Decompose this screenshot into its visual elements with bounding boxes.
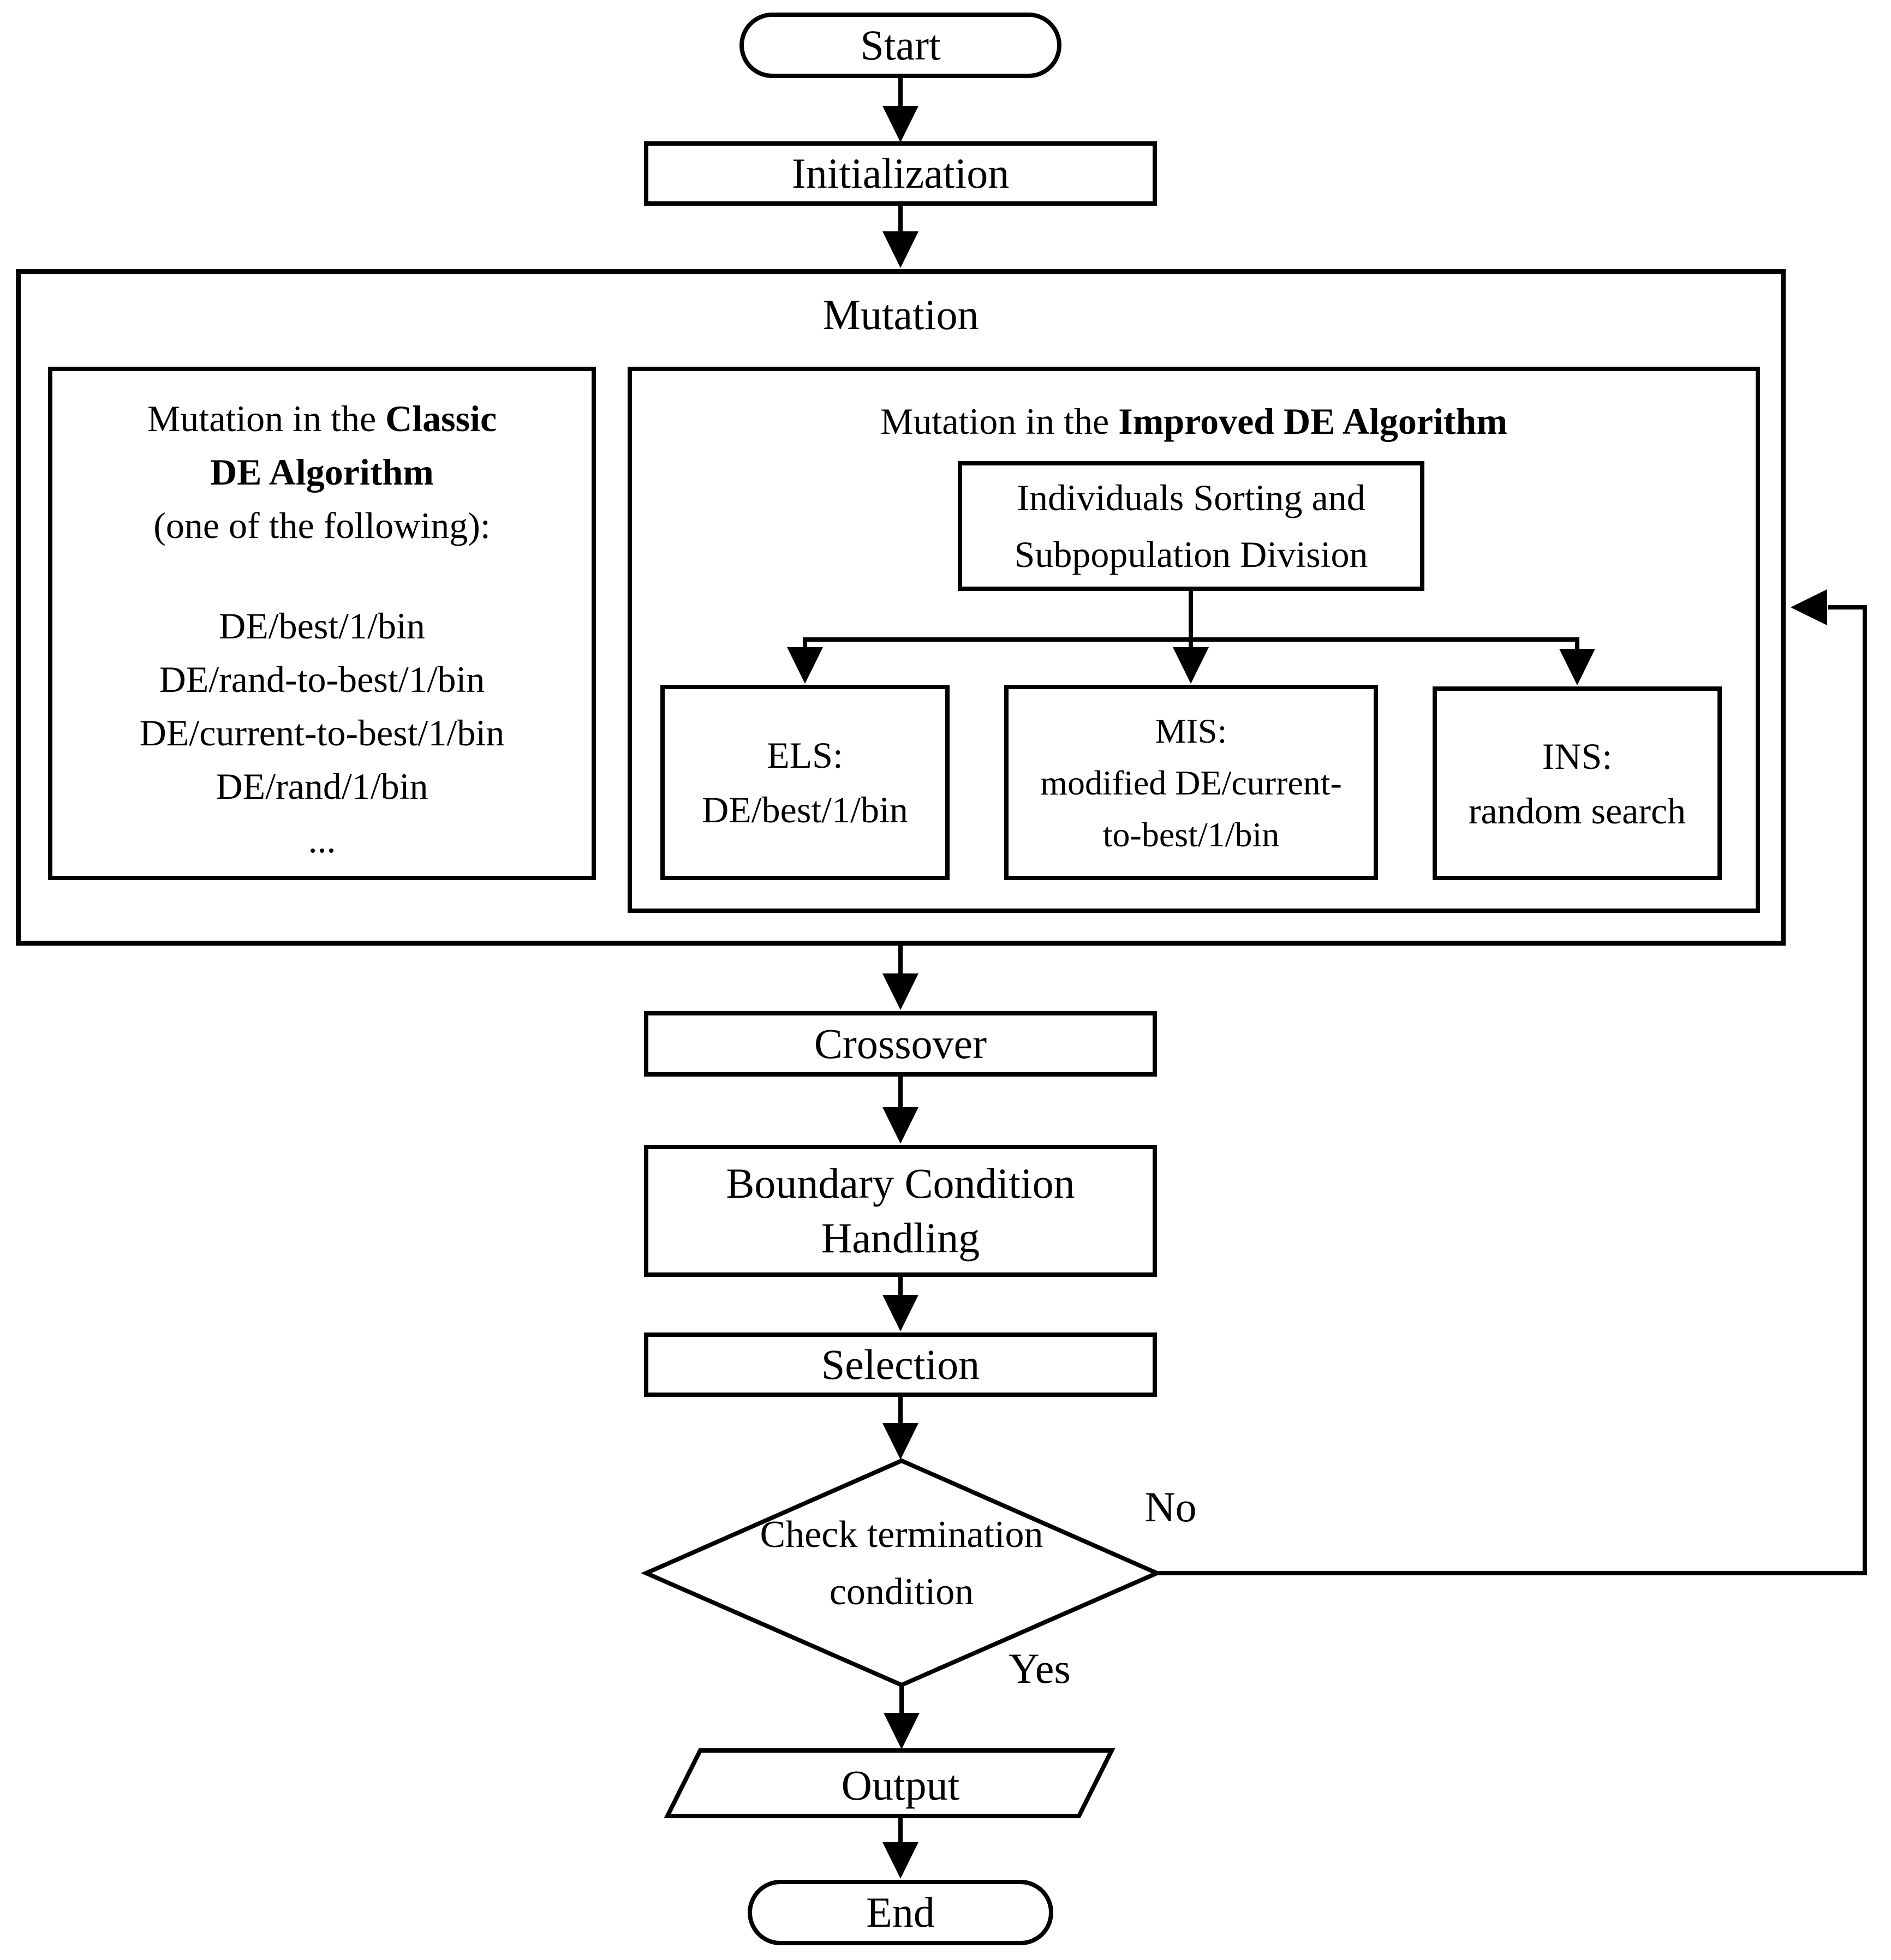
els-box: ELS: DE/best/1/bin	[660, 685, 950, 880]
classic-title-line2: DE Algorithm	[210, 451, 434, 493]
selection-node: Selection	[644, 1332, 1157, 1397]
arrowhead-initialization	[882, 106, 918, 142]
classic-item: DE/rand/1/bin	[216, 766, 428, 807]
crossover-label: Crossover	[814, 1020, 987, 1067]
start-label: Start	[860, 21, 941, 69]
end-label: End	[866, 1889, 935, 1936]
yes-edge-label: Yes	[1009, 1645, 1071, 1692]
arrowhead-loop-return	[1791, 589, 1827, 625]
decision-node-text: Check termination condition	[704, 1506, 1099, 1621]
els-line2: DE/best/1/bin	[702, 789, 908, 830]
els-line1: ELS:	[767, 734, 843, 776]
arrowhead-selection	[882, 1295, 918, 1331]
classic-de-box	[48, 367, 596, 880]
ins-line1: INS:	[1542, 735, 1613, 777]
start-node: Start	[739, 13, 1061, 78]
output-label: Output	[841, 1761, 960, 1809]
classic-item: DE/best/1/bin	[219, 605, 425, 647]
improved-de-title: Mutation in the Improved DE Algorithm	[880, 401, 1508, 442]
mis-line2: modified DE/current-	[1040, 763, 1342, 802]
crossover-node: Crossover	[644, 1011, 1157, 1077]
no-edge-label: No	[1144, 1483, 1197, 1531]
classic-de-content: Mutation in the Classic DE Algorithm (on…	[48, 367, 596, 867]
ins-box: INS: random search	[1433, 686, 1722, 880]
arrowhead-end	[882, 1842, 918, 1879]
classic-title-line1: Mutation in the Classic	[147, 398, 497, 439]
arrowhead-decision	[882, 1423, 918, 1460]
classic-item-ellipsis: ...	[308, 819, 336, 861]
sorting-line1: Individuals Sorting and	[1017, 477, 1365, 518]
end-node: End	[748, 1880, 1053, 1945]
boundary-condition-node: Boundary Condition Handling	[644, 1145, 1157, 1277]
arrowhead-boundary	[882, 1107, 918, 1144]
decision-line2: condition	[829, 1571, 974, 1613]
boundary-line1: Boundary Condition	[726, 1160, 1075, 1207]
mis-box: MIS: modified DE/current- to-best/1/bin	[1004, 685, 1378, 880]
ins-line2: random search	[1468, 790, 1686, 832]
mutation-container-label: Mutation	[822, 291, 979, 338]
individuals-sorting-box: Individuals Sorting and Subpopulation Di…	[958, 461, 1424, 591]
mis-line3: to-best/1/bin	[1102, 815, 1280, 854]
classic-item: DE/current-to-best/1/bin	[139, 712, 505, 754]
selection-label: Selection	[821, 1341, 980, 1388]
sorting-line2: Subpopulation Division	[1014, 534, 1368, 575]
mis-line1: MIS:	[1155, 711, 1227, 750]
classic-title-note: (one of the following):	[153, 505, 491, 546]
arrowhead-mutation	[882, 231, 918, 268]
classic-item: DE/rand-to-best/1/bin	[159, 659, 485, 700]
initialization-label: Initialization	[791, 150, 1010, 197]
initialization-node: Initialization	[644, 141, 1157, 206]
decision-line1: Check termination	[760, 1514, 1043, 1556]
arrowhead-output	[884, 1713, 920, 1749]
boundary-line2: Handling	[821, 1214, 980, 1262]
arrowhead-crossover	[882, 973, 918, 1010]
